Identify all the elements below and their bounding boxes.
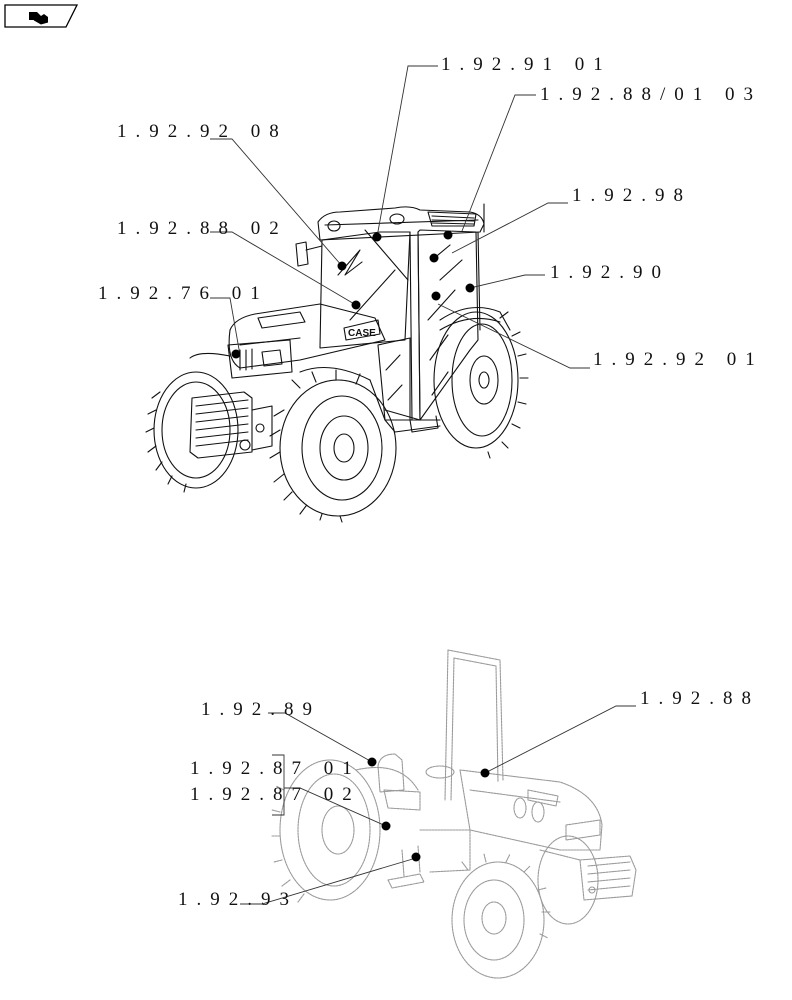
callout-1-92-91-01[interactable]: 1.92.91 01 bbox=[441, 54, 612, 75]
bottom-callout-dots bbox=[367, 757, 490, 862]
hand-pointer-icon bbox=[4, 4, 78, 28]
callout-1-92-87-02[interactable]: 1.92.87 02 bbox=[190, 784, 361, 805]
callout-1-92-76-01[interactable]: 1.92.76 01 bbox=[98, 283, 269, 304]
rops-tractor-illustration bbox=[271, 649, 637, 979]
callout-1-92-93[interactable]: 1.92.93 bbox=[178, 889, 298, 910]
callout-1-92-90[interactable]: 1.92.90 bbox=[550, 262, 670, 283]
callout-1-92-92-08[interactable]: 1.92.92 08 bbox=[117, 121, 288, 142]
callout-1-92-88[interactable]: 1.92.88 bbox=[640, 688, 760, 709]
callout-1-92-92-01[interactable]: 1.92.92 01 bbox=[593, 349, 764, 370]
cab-tractor-illustration: CASE bbox=[145, 203, 529, 523]
callout-1-92-98[interactable]: 1.92.98 bbox=[572, 185, 692, 206]
top-callout-dots bbox=[231, 230, 475, 359]
callout-1-92-88-02[interactable]: 1.92.88 02 bbox=[117, 218, 288, 239]
back-button[interactable] bbox=[4, 3, 78, 29]
top-leader-lines bbox=[210, 65, 590, 369]
bottom-leader-lines bbox=[240, 705, 636, 905]
callout-1-92-88-01-03[interactable]: 1.92.88/01 03 bbox=[540, 84, 763, 105]
callout-1-92-87-01[interactable]: 1.92.87 01 bbox=[190, 758, 361, 779]
svg-text:CASE: CASE bbox=[348, 328, 376, 339]
callout-1-92-89[interactable]: 1.92.89 bbox=[201, 699, 321, 720]
